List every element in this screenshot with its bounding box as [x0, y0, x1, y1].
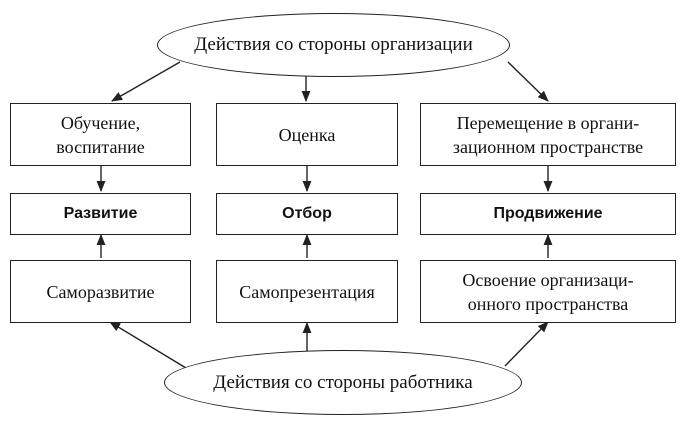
- relocation-line-2: зационном пространстве: [452, 136, 644, 157]
- assessment-box: Оценка: [216, 103, 398, 166]
- worker-actions-ellipse: Действия со стороны работника: [164, 350, 522, 415]
- org-actions-ellipse: Действия со стороны организации: [157, 13, 510, 77]
- promotion-box: Продвижение: [420, 193, 676, 235]
- arrow-top-to-col1: [111, 61, 181, 102]
- development-box: Развитие: [10, 193, 191, 235]
- worker-actions-label: Действия со стороны работника: [213, 371, 473, 393]
- relocation-box: Перемещение в органи- зационном простран…: [420, 103, 676, 166]
- self-presentation-box: Самопрезентация: [216, 260, 398, 323]
- mastering-space-box: Освоение организаци- онного пространства: [420, 260, 676, 323]
- org-actions-label: Действия со стороны организации: [194, 34, 473, 55]
- relocation-line-1: Перемещение в органи-: [456, 112, 640, 133]
- arrow-bottom-to-col1: [109, 321, 187, 369]
- self-development-box: Саморазвитие: [10, 260, 191, 323]
- training-line-2: воспитание: [56, 136, 145, 157]
- mastering-space-line-2: онного пространства: [467, 293, 629, 314]
- training-box: Обучение, воспитание: [10, 103, 191, 166]
- assessment-label: Оценка: [278, 124, 336, 145]
- promotion-label: Продвижение: [493, 205, 603, 222]
- selection-box: Отбор: [216, 193, 398, 235]
- mastering-space-line-1: Освоение организаци-: [462, 269, 634, 290]
- self-presentation-label: Самопрезентация: [239, 281, 375, 302]
- training-line-1: Обучение,: [60, 112, 141, 133]
- selection-label: Отбор: [282, 205, 332, 222]
- arrow-top-to-col3: [507, 61, 549, 102]
- arrow-bottom-to-col3: [504, 321, 549, 367]
- development-label: Развитие: [63, 205, 138, 222]
- self-development-label: Саморазвитие: [46, 281, 155, 302]
